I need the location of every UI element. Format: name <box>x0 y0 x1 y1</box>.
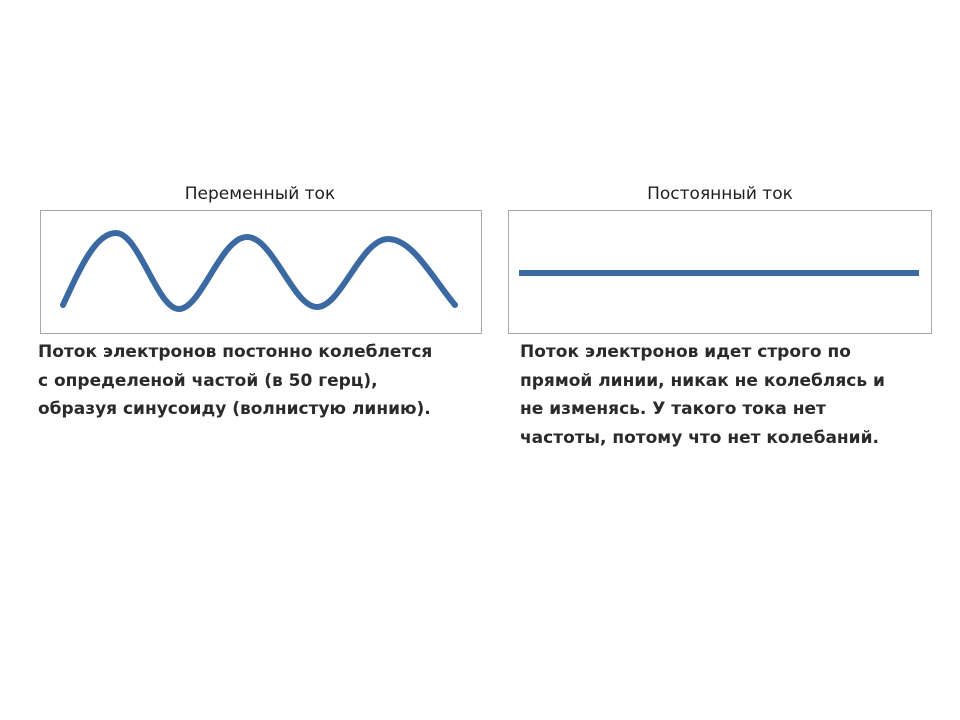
ac-sine-wave-graphic <box>60 229 458 313</box>
ac-sine-wave <box>60 229 458 313</box>
ac-caption: Поток электронов постонно колеблется с о… <box>38 338 432 424</box>
ac-caption-line: образуя синусоиду (волнистую линию). <box>38 399 431 419</box>
dc-caption-line: частоты, потому что нет колебаний. <box>520 427 879 448</box>
dc-line-box <box>508 210 932 334</box>
ac-title: Переменный ток <box>184 184 336 204</box>
dc-line-graphic <box>519 270 919 276</box>
ac-caption-line: Поток электронов постонно колеблется <box>38 342 433 362</box>
ac-wave-box <box>40 210 482 334</box>
ac-caption-line: с определеной частой (в 50 герц), <box>38 370 378 391</box>
dc-caption-line: прямой линии, никак не колеблясь и <box>520 370 885 391</box>
dc-title: Постоянный ток <box>647 184 793 204</box>
dc-caption-line: не изменясь. У такого тока нет <box>520 399 826 419</box>
dc-caption: Поток электронов идет строго по прямой л… <box>520 338 885 452</box>
dc-caption-line: Поток электронов идет строго по <box>520 342 851 362</box>
